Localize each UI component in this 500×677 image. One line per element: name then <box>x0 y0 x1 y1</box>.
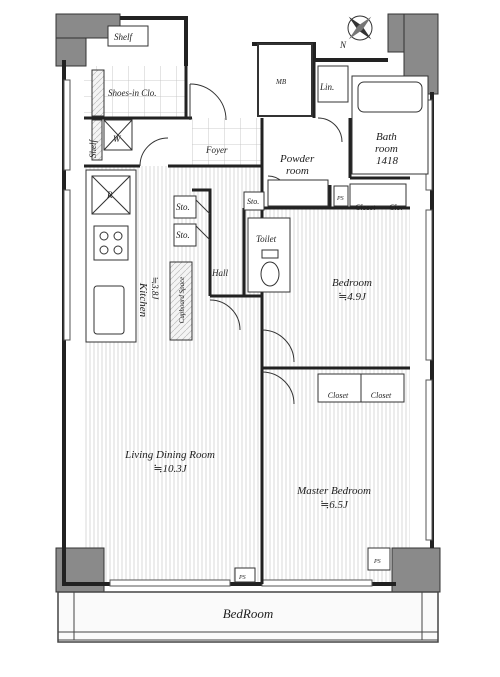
label-cupboard: Cupboard Space <box>178 277 186 324</box>
label-powder-room: room <box>286 165 309 177</box>
powder-and-toilet <box>247 179 329 293</box>
label-shelf-top: Shelf <box>114 32 133 42</box>
label-master: Master Bedroom <box>296 485 371 497</box>
label-storage-2: Sto. <box>176 230 190 240</box>
label-bedroom: Bedroom <box>332 277 372 289</box>
label-kitchen: Kitchen <box>137 282 149 318</box>
label-living: Living Dining Room <box>124 449 215 461</box>
north-arrow-icon: N <box>339 15 373 50</box>
meter-box <box>257 43 313 117</box>
label-master-area: ≒6.5J <box>320 499 349 511</box>
label-kitchen-area: ≒3.8J <box>150 277 160 301</box>
entry-closets <box>91 25 149 161</box>
label-living-area: ≒10.3J <box>153 463 187 475</box>
bathroom-fixtures <box>317 65 429 175</box>
label-bath: Bath <box>376 131 397 143</box>
label-closet-c: Closet <box>328 391 349 400</box>
label-storage-1: Sto. <box>176 202 190 212</box>
label-storage-3: Sto. <box>247 197 259 206</box>
label-bath-room: room <box>375 143 398 155</box>
north-label: N <box>339 40 347 50</box>
label-w: W <box>113 134 122 144</box>
bedroom-closet-fixtures <box>234 183 407 583</box>
label-ps-3: PS <box>373 559 381 565</box>
label-toilet: Toilet <box>256 234 277 244</box>
label-shoes-closet: Shoes-in Clo. <box>108 88 157 98</box>
label-closet-a: Closet <box>355 203 376 212</box>
label-closet-b: Clo. <box>389 203 403 212</box>
window-frames <box>63 79 433 587</box>
label-linen: Lin. <box>319 82 334 92</box>
label-refrigerator: R <box>106 190 113 200</box>
kitchen-fixtures <box>85 169 265 343</box>
label-bath-size: 1418 <box>376 155 399 167</box>
room-labels: Shelf Shoes-in Clo. Shelf W MB Lin. Bath… <box>88 32 403 621</box>
label-powder: Powder <box>279 153 315 165</box>
label-ps-1: PS <box>336 196 344 202</box>
label-foyer: Foyer <box>205 145 228 155</box>
label-mb: MB <box>275 78 287 86</box>
label-balcony: BedRoom <box>223 606 274 621</box>
label-hall: Hall <box>211 268 229 278</box>
label-ps-2: PS <box>238 575 246 581</box>
label-bedroom-area: ≒4.9J <box>338 291 367 303</box>
balcony <box>57 591 439 643</box>
interior-walls <box>84 60 410 584</box>
label-shelf-side: Shelf <box>88 139 98 158</box>
label-closet-d: Closet <box>371 391 392 400</box>
